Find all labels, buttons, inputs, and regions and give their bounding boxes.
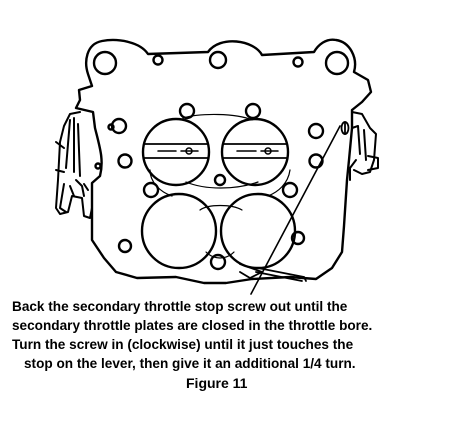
secondary-throttle-stop-screw (340, 121, 350, 135)
mounting-hole (152, 54, 164, 66)
mounting-hole (92, 50, 118, 76)
port-hole (290, 230, 306, 246)
throttle-linkage-right (349, 111, 379, 181)
passage-outline (149, 113, 291, 259)
leader-line (250, 125, 341, 295)
throttle-linkage-left (55, 111, 93, 219)
port-hole (142, 181, 160, 199)
mounting-hole (324, 50, 350, 76)
mounting-hole (208, 50, 228, 70)
port-hole (117, 238, 133, 254)
port-hole (107, 123, 115, 131)
carburetor-base-flange (74, 38, 373, 285)
mounting-hole (292, 56, 304, 68)
lower-linkage (239, 263, 307, 282)
port-hole (178, 102, 196, 120)
port-hole (308, 153, 324, 169)
primary-bore-left (141, 117, 211, 187)
port-hole (281, 181, 299, 199)
port-hole (94, 162, 102, 170)
primary-bore-right (220, 117, 290, 187)
port-hole (209, 253, 227, 271)
port-hole (213, 173, 227, 187)
port-hole (244, 102, 262, 120)
port-hole (117, 153, 133, 169)
port-hole (307, 122, 325, 140)
secondary-bore-left (140, 192, 218, 270)
